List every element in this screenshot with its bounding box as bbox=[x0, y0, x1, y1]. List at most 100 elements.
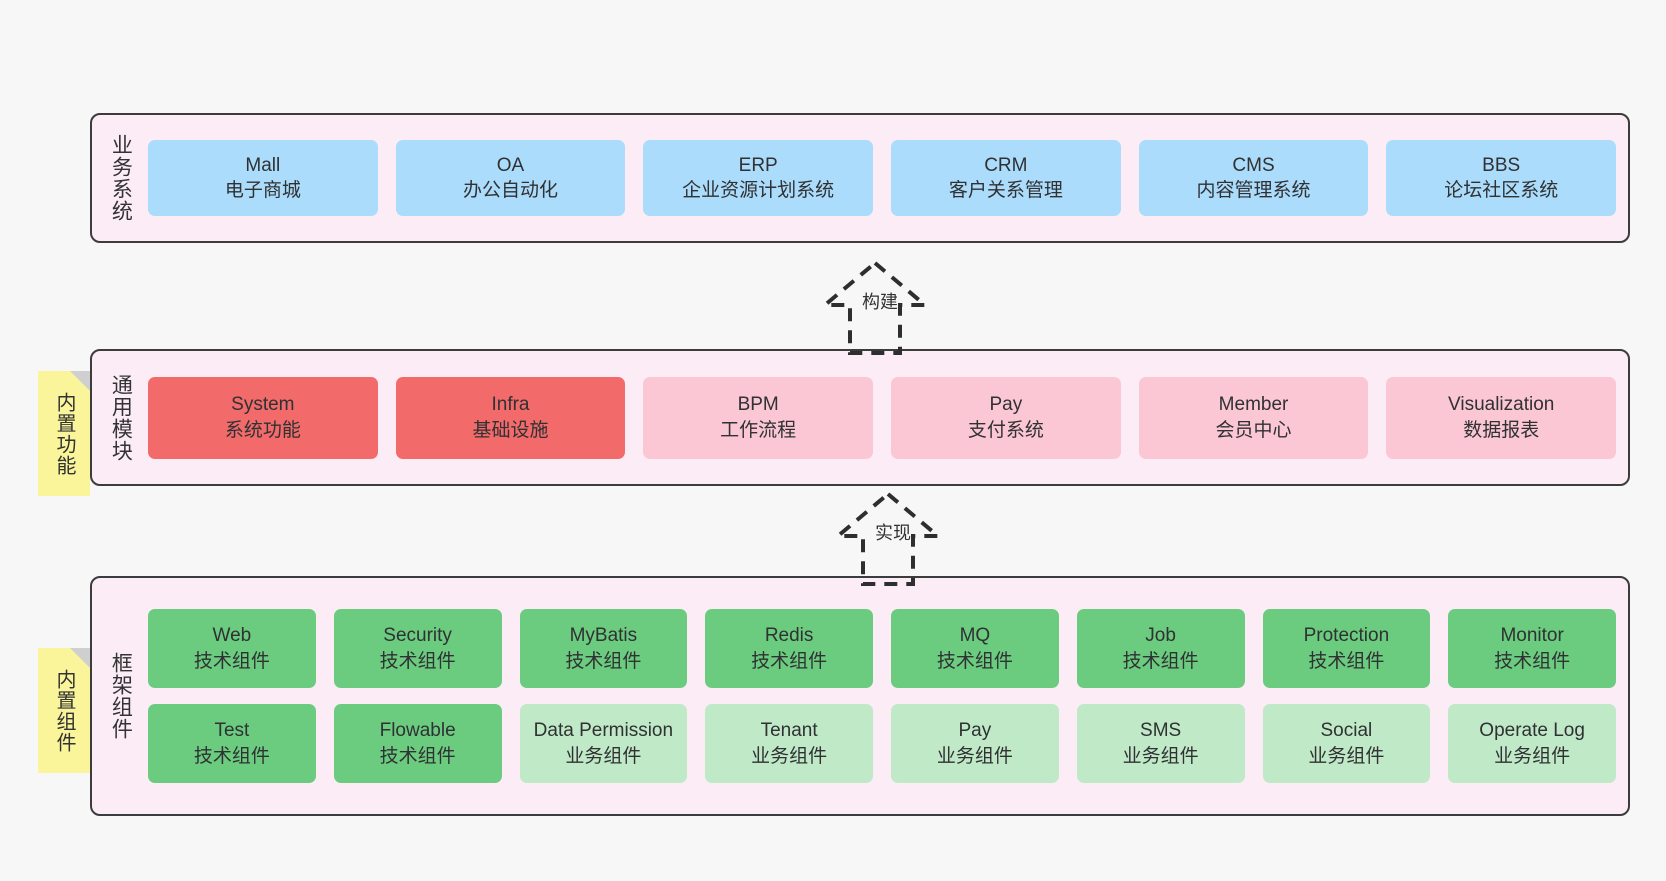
layer-framework-component: 框架组件 Web 技术组件 Security 技术组件 MyBatis 技术组件… bbox=[90, 576, 1630, 816]
card-tenant[interactable]: Tenant 业务组件 bbox=[705, 704, 873, 783]
card-social-en: Social bbox=[1320, 720, 1373, 742]
card-mq-en: MQ bbox=[959, 625, 991, 647]
card-sms-en: SMS bbox=[1140, 720, 1182, 742]
card-monitor[interactable]: Monitor 技术组件 bbox=[1448, 609, 1616, 688]
card-system-cn: 系统功能 bbox=[224, 419, 301, 441]
card-protection[interactable]: Protection 技术组件 bbox=[1262, 609, 1431, 688]
layer-common-module: 通用模块 System 系统功能 Infra 基础设施 BPM 工作流程 Pay… bbox=[90, 349, 1630, 486]
card-operate-log-cn: 业务组件 bbox=[1494, 745, 1571, 767]
card-infra-en: Infra bbox=[491, 394, 530, 416]
arrow-implement bbox=[813, 489, 963, 589]
card-monitor-cn: 技术组件 bbox=[1494, 650, 1571, 672]
note-fold-icon bbox=[70, 648, 90, 668]
layer-business-system-body: Mall 电子商城 OA 办公自动化 ERP 企业资源计划系统 CRM 客户关系… bbox=[148, 115, 1628, 241]
note-builtin-function-label: 内置功能 bbox=[53, 391, 75, 476]
card-mybatis[interactable]: MyBatis 技术组件 bbox=[519, 609, 688, 688]
card-social-cn: 业务组件 bbox=[1308, 745, 1385, 767]
layer-business-system: 业务系统 Mall 电子商城 OA 办公自动化 ERP 企业资源计划系统 CRM… bbox=[90, 113, 1630, 243]
card-mall[interactable]: Mall 电子商城 bbox=[148, 140, 378, 216]
card-pay-component-en: Pay bbox=[958, 720, 992, 742]
card-crm-en: CRM bbox=[984, 154, 1028, 176]
card-web-en: Web bbox=[212, 625, 252, 647]
card-web[interactable]: Web 技术组件 bbox=[148, 609, 316, 688]
card-erp[interactable]: ERP 企业资源计划系统 bbox=[643, 140, 874, 216]
card-crm[interactable]: CRM 客户关系管理 bbox=[891, 140, 1121, 216]
card-operate-log[interactable]: Operate Log 业务组件 bbox=[1448, 704, 1616, 783]
card-security-cn: 技术组件 bbox=[379, 650, 456, 672]
card-bbs-en: BBS bbox=[1482, 154, 1521, 176]
card-tenant-cn: 业务组件 bbox=[751, 745, 828, 767]
card-redis[interactable]: Redis 技术组件 bbox=[705, 609, 873, 688]
card-cms-cn: 内容管理系统 bbox=[1196, 180, 1311, 201]
card-flowable-en: Flowable bbox=[379, 720, 456, 742]
card-erp-cn: 企业资源计划系统 bbox=[682, 180, 835, 201]
card-flowable[interactable]: Flowable 技术组件 bbox=[333, 704, 502, 783]
note-builtin-component-label: 内置组件 bbox=[53, 668, 75, 753]
card-member-cn: 会员中心 bbox=[1215, 419, 1292, 441]
card-mybatis-en: MyBatis bbox=[569, 625, 638, 647]
card-pay-component[interactable]: Pay 业务组件 bbox=[891, 704, 1059, 783]
arrow-build bbox=[800, 258, 950, 358]
layer-framework-component-body: Web 技术组件 Security 技术组件 MyBatis 技术组件 Redi… bbox=[148, 578, 1628, 814]
card-member-en: Member bbox=[1218, 394, 1289, 416]
card-crm-cn: 客户关系管理 bbox=[948, 180, 1063, 201]
card-redis-en: Redis bbox=[764, 625, 814, 647]
card-oa[interactable]: OA 办公自动化 bbox=[395, 140, 626, 216]
card-security-en: Security bbox=[383, 625, 452, 647]
card-pay-component-cn: 业务组件 bbox=[936, 745, 1013, 767]
arrow-implement-glyph bbox=[832, 491, 944, 586]
card-cms[interactable]: CMS 内容管理系统 bbox=[1138, 140, 1369, 216]
card-system[interactable]: System 系统功能 bbox=[148, 376, 378, 459]
card-test-en: Test bbox=[214, 720, 250, 742]
card-pay-module-en: Pay bbox=[989, 394, 1023, 416]
card-data-permission-cn: 业务组件 bbox=[565, 745, 642, 767]
framework-component-row-tech: Web 技术组件 Security 技术组件 MyBatis 技术组件 Redi… bbox=[148, 609, 1616, 688]
card-mq[interactable]: MQ 技术组件 bbox=[891, 609, 1059, 688]
card-monitor-en: Monitor bbox=[1500, 625, 1564, 647]
card-oa-cn: 办公自动化 bbox=[463, 180, 559, 201]
card-mall-en: Mall bbox=[245, 154, 281, 176]
card-social[interactable]: Social 业务组件 bbox=[1262, 704, 1431, 783]
card-protection-en: Protection bbox=[1303, 625, 1390, 647]
card-operate-log-en: Operate Log bbox=[1479, 720, 1585, 742]
card-mall-cn: 电子商城 bbox=[224, 180, 301, 201]
card-oa-en: OA bbox=[496, 154, 525, 176]
card-sms-cn: 业务组件 bbox=[1122, 745, 1199, 767]
layer-common-module-body: System 系统功能 Infra 基础设施 BPM 工作流程 Pay 支付系统… bbox=[148, 351, 1628, 484]
note-builtin-component: 内置组件 bbox=[38, 648, 90, 773]
card-bpm[interactable]: BPM 工作流程 bbox=[643, 376, 874, 459]
arrow-build-label: 构建 bbox=[862, 292, 898, 312]
arrow-build-glyph bbox=[819, 260, 931, 355]
framework-component-row-business: Test 技术组件 Flowable 技术组件 Data Permission … bbox=[148, 704, 1616, 783]
card-test[interactable]: Test 技术组件 bbox=[148, 704, 316, 783]
card-visualization-en: Visualization bbox=[1448, 394, 1555, 416]
card-tenant-en: Tenant bbox=[760, 720, 818, 742]
card-visualization-cn: 数据报表 bbox=[1463, 419, 1540, 441]
card-member[interactable]: Member 会员中心 bbox=[1138, 376, 1369, 459]
card-bpm-cn: 工作流程 bbox=[720, 419, 797, 441]
card-infra[interactable]: Infra 基础设施 bbox=[395, 376, 626, 459]
arrow-implement-label: 实现 bbox=[875, 523, 911, 543]
card-pay-module[interactable]: Pay 支付系统 bbox=[891, 376, 1121, 459]
card-web-cn: 技术组件 bbox=[193, 650, 270, 672]
card-job-cn: 技术组件 bbox=[1122, 650, 1199, 672]
card-flowable-cn: 技术组件 bbox=[379, 745, 456, 767]
card-bbs[interactable]: BBS 论坛社区系统 bbox=[1386, 140, 1617, 216]
card-system-en: System bbox=[231, 394, 295, 416]
common-module-row: System 系统功能 Infra 基础设施 BPM 工作流程 Pay 支付系统… bbox=[148, 376, 1617, 459]
card-sms[interactable]: SMS 业务组件 bbox=[1076, 704, 1245, 783]
card-infra-cn: 基础设施 bbox=[472, 419, 549, 441]
card-protection-cn: 技术组件 bbox=[1308, 650, 1385, 672]
card-mybatis-cn: 技术组件 bbox=[565, 650, 642, 672]
card-visualization[interactable]: Visualization 数据报表 bbox=[1386, 376, 1617, 459]
card-job-en: Job bbox=[1145, 625, 1176, 647]
layer-framework-component-title: 框架组件 bbox=[109, 652, 133, 740]
card-pay-module-cn: 支付系统 bbox=[967, 419, 1044, 441]
card-cms-en: CMS bbox=[1232, 154, 1275, 176]
card-job[interactable]: Job 技术组件 bbox=[1076, 609, 1245, 688]
card-security[interactable]: Security 技术组件 bbox=[333, 609, 502, 688]
note-fold-icon bbox=[70, 371, 90, 391]
card-data-permission[interactable]: Data Permission 业务组件 bbox=[519, 704, 688, 783]
card-test-cn: 技术组件 bbox=[193, 745, 270, 767]
